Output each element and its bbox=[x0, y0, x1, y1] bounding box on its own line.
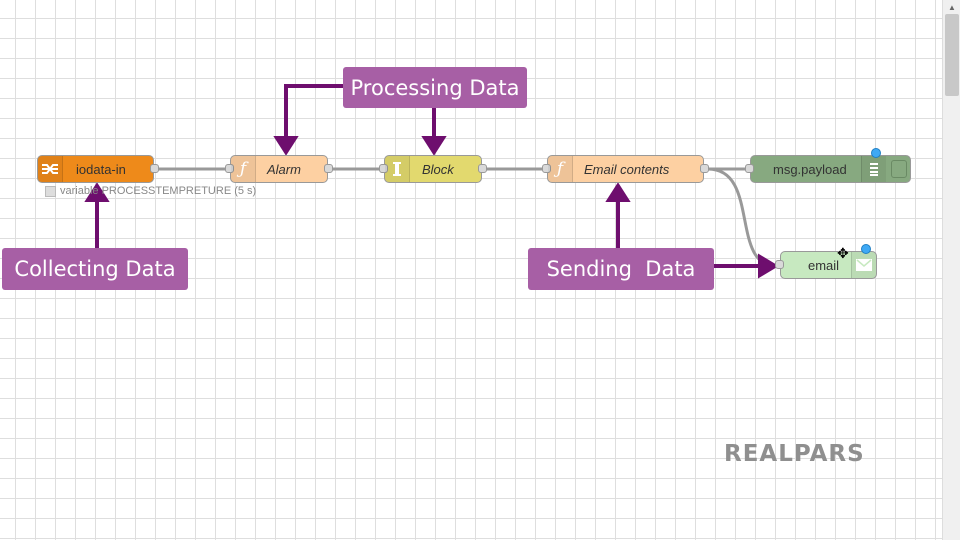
vertical-scrollbar[interactable]: ▲ bbox=[942, 0, 960, 540]
arrow-processing-to-alarm-head bbox=[273, 136, 299, 156]
status-indicator-icon bbox=[45, 185, 56, 197]
arrow-processing-to-alarm bbox=[284, 84, 343, 140]
debug-toggle-button[interactable] bbox=[891, 160, 907, 178]
node-changed-indicator bbox=[871, 148, 881, 158]
node-block-label: Block bbox=[422, 162, 454, 177]
node-alarm-label: Alarm bbox=[267, 162, 301, 177]
realpars-logo: REALPARS bbox=[724, 441, 865, 467]
envelope-icon bbox=[851, 252, 876, 278]
wire-email-contents-email bbox=[707, 167, 777, 268]
input-port[interactable] bbox=[745, 164, 754, 173]
node-email-contents[interactable]: ƒ Email contents bbox=[542, 155, 709, 183]
function-icon: ƒ bbox=[231, 156, 256, 182]
arrow-sending-to-email-contents-head bbox=[605, 182, 631, 202]
switch-icon bbox=[385, 156, 410, 182]
node-alarm[interactable]: ƒ Alarm bbox=[225, 155, 333, 183]
node-debug-label: msg.payload bbox=[773, 162, 847, 177]
arrow-processing-to-block-head bbox=[421, 136, 447, 156]
output-port[interactable] bbox=[700, 164, 709, 173]
node-email-label: email bbox=[808, 258, 840, 273]
arrow-collecting-to-iodata-head bbox=[84, 182, 110, 202]
function-icon: ƒ bbox=[548, 156, 573, 182]
output-port[interactable] bbox=[324, 164, 333, 173]
move-cursor-icon: ✥ bbox=[837, 245, 849, 261]
input-port[interactable] bbox=[542, 164, 551, 173]
input-port[interactable] bbox=[379, 164, 388, 173]
scroll-up-icon[interactable]: ▲ bbox=[948, 2, 956, 12]
node-email-contents-label: Email contents bbox=[584, 162, 670, 177]
input-port[interactable] bbox=[775, 260, 784, 269]
node-debug[interactable]: msg.payload bbox=[745, 155, 911, 183]
callout-processing-data: Processing Data bbox=[343, 67, 527, 108]
arrow-sending-to-email-head bbox=[758, 253, 779, 279]
output-port[interactable] bbox=[150, 164, 159, 173]
node-email[interactable]: email ✥ bbox=[775, 245, 877, 279]
node-status-text: variable PROCESSTEMPRETURE (5 s) bbox=[60, 185, 257, 197]
node-iodata-in[interactable]: iodata-in bbox=[37, 155, 159, 183]
node-status: variable PROCESSTEMPRETURE (5 s) bbox=[45, 185, 256, 197]
node-changed-indicator bbox=[861, 244, 871, 254]
debug-list-icon bbox=[861, 156, 886, 182]
output-port[interactable] bbox=[478, 164, 487, 173]
node-iodata-in-label: iodata-in bbox=[76, 162, 126, 177]
callout-collecting-data: Collecting Data bbox=[2, 248, 188, 290]
scroll-thumb[interactable] bbox=[945, 14, 959, 96]
link-in-icon bbox=[38, 156, 63, 182]
input-port[interactable] bbox=[225, 164, 234, 173]
node-block[interactable]: Block bbox=[379, 155, 487, 183]
callout-sending-data: Sending Data bbox=[528, 248, 714, 290]
